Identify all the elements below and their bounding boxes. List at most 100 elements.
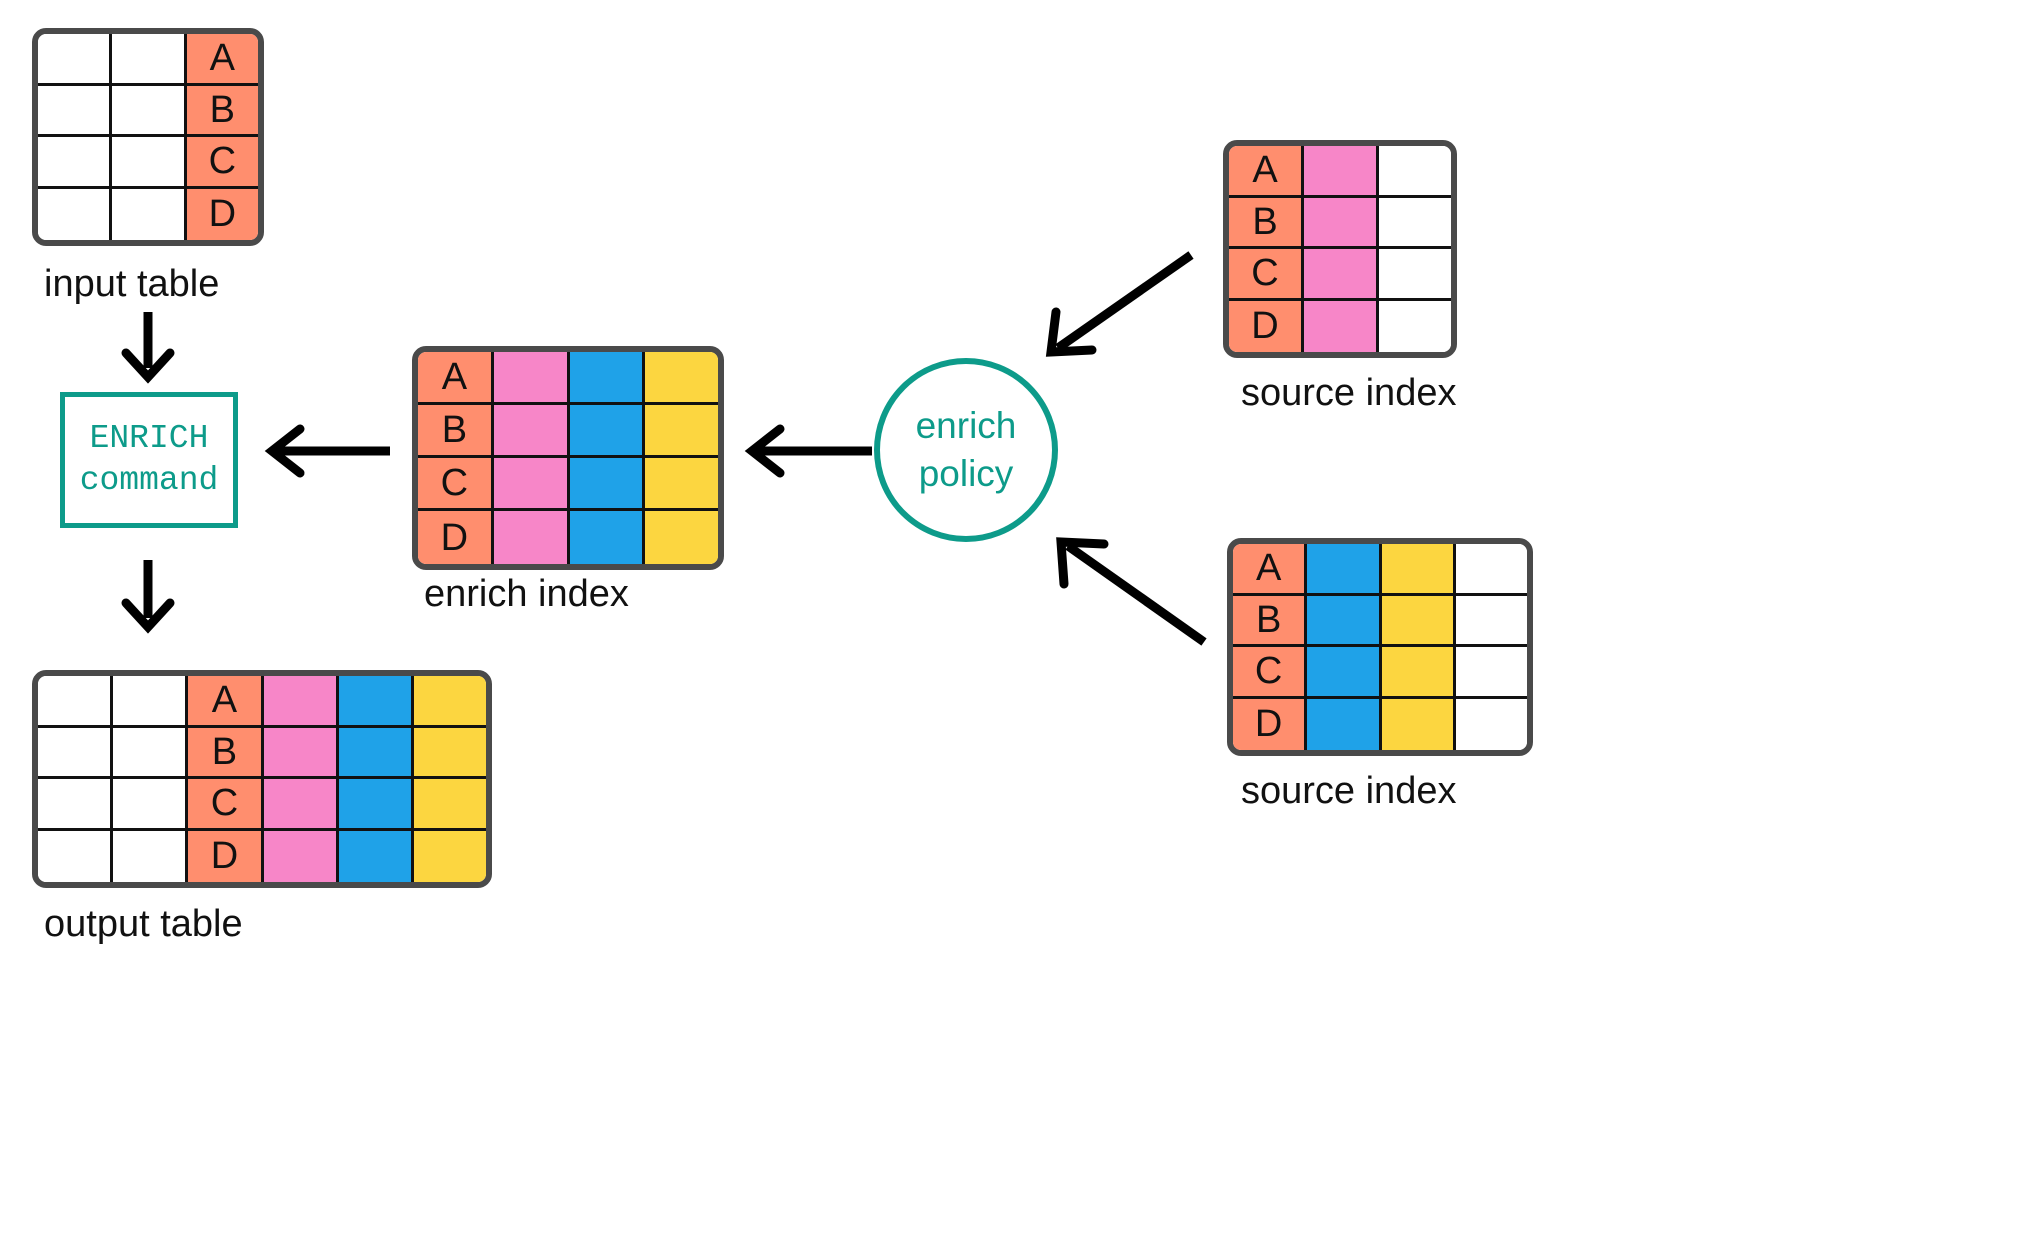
arrow-enrich-index-to-command <box>264 424 390 478</box>
table-cell-blue-r3c2 <box>1307 647 1382 699</box>
source-index-bottom-label: source index <box>1241 770 1457 812</box>
enrich-command-line2: command <box>79 462 219 499</box>
table-cell-pink-r4c4 <box>263 830 339 882</box>
table-cell-white-r3c4 <box>1455 647 1527 699</box>
table-cell-white-r2c4 <box>1455 595 1527 647</box>
table-cell-orange-r2c1: B <box>1233 595 1308 647</box>
table-cell-orange-r4c1: D <box>1233 698 1308 750</box>
table-cell-pink-r2c4 <box>263 727 339 779</box>
table-cell-blue-r4c5 <box>338 830 414 882</box>
table-row: D <box>1229 300 1451 352</box>
table-cell-yellow-r4c4 <box>645 511 718 564</box>
table-cell-yellow-r4c6 <box>413 830 486 882</box>
table-cell-white-r2c2 <box>113 727 189 779</box>
table-cell-orange-r1c1: A <box>418 352 494 405</box>
table-cell-white-r1c3 <box>1379 146 1451 198</box>
table-row: A <box>1229 146 1451 198</box>
table-cell-blue-r1c5 <box>338 676 414 728</box>
table-cell-yellow-r3c3 <box>1381 647 1456 699</box>
table-cell-pink-r3c4 <box>263 779 339 831</box>
table-cell-white-r3c2 <box>112 137 187 189</box>
table-row: A <box>38 676 486 728</box>
table-row: C <box>38 779 486 831</box>
arrow-source-top-to-policy <box>1045 251 1194 357</box>
table-cell-blue-r2c2 <box>1307 595 1382 647</box>
table-cell-white-r4c4 <box>1455 698 1527 750</box>
table-cell-orange-r1c3: A <box>188 676 264 728</box>
enrich-policy-line2: policy <box>918 453 1014 494</box>
table-cell-orange-r3c3: C <box>186 137 258 189</box>
table-cell-white-r1c1 <box>38 676 114 728</box>
table-cell-white-r2c3 <box>1379 197 1451 249</box>
table-cell-yellow-r1c3 <box>1381 544 1456 596</box>
table-cell-yellow-r4c3 <box>1381 698 1456 750</box>
table-cell-white-r2c2 <box>112 85 187 137</box>
table-row: B <box>38 85 258 137</box>
table-row: C <box>1233 647 1527 699</box>
table-cell-blue-r2c3 <box>569 405 646 458</box>
table-cell-orange-r2c3: B <box>188 727 264 779</box>
table-cell-pink-r4c2 <box>493 511 570 564</box>
enrich-command-line1: ENRICH <box>89 419 209 457</box>
table-cell-blue-r1c2 <box>1307 544 1382 596</box>
table-row: A <box>38 34 258 86</box>
table-row: D <box>38 188 258 240</box>
table-cell-white-r1c4 <box>1455 544 1527 596</box>
output-table-label: output table <box>44 903 243 945</box>
enrich-policy-line1: enrich <box>915 404 1017 446</box>
table-cell-yellow-r1c4 <box>645 352 718 405</box>
table-cell-orange-r4c3: D <box>186 188 258 240</box>
table-row: A <box>418 352 718 405</box>
enrich-command-box[interactable]: ENRICH command <box>60 392 238 528</box>
table-row: D <box>38 830 486 882</box>
table-cell-orange-r3c1: C <box>418 458 494 511</box>
table-cell-orange-r4c1: D <box>1229 300 1304 352</box>
table-row: B <box>1233 595 1527 647</box>
input-table-label: input table <box>44 263 220 305</box>
table-cell-blue-r4c2 <box>1307 698 1382 750</box>
table-cell-yellow-r2c3 <box>1381 595 1456 647</box>
table-row: A <box>1233 544 1527 596</box>
source-index-top-label: source index <box>1241 372 1457 414</box>
table-row: B <box>418 405 718 458</box>
arrow-policy-to-enrich-index <box>744 424 872 478</box>
table-cell-white-r3c1 <box>38 779 114 831</box>
table-row: D <box>418 511 718 564</box>
table-row: B <box>38 727 486 779</box>
table-cell-blue-r1c3 <box>569 352 646 405</box>
table-cell-white-r4c3 <box>1379 300 1451 352</box>
table-cell-white-r1c1 <box>38 34 113 86</box>
table-cell-pink-r1c2 <box>1304 146 1379 198</box>
table-cell-pink-r1c2 <box>493 352 570 405</box>
table-cell-white-r3c3 <box>1379 249 1451 301</box>
table-row: D <box>1233 698 1527 750</box>
table-cell-blue-r2c5 <box>338 727 414 779</box>
table-cell-pink-r1c4 <box>263 676 339 728</box>
arrow-source-bottom-to-policy <box>1056 537 1207 646</box>
table-cell-orange-r4c3: D <box>188 830 264 882</box>
table-row: B <box>1229 197 1451 249</box>
table-cell-pink-r2c2 <box>1304 197 1379 249</box>
table-cell-blue-r4c3 <box>569 511 646 564</box>
arrow-input-to-command <box>121 312 175 384</box>
table-row: C <box>1229 249 1451 301</box>
table-cell-white-r1c2 <box>113 676 189 728</box>
enrich-policy-circle[interactable]: enrich policy <box>874 358 1058 542</box>
enrich-index-label: enrich index <box>424 573 629 615</box>
table-cell-white-r4c2 <box>113 830 189 882</box>
table-cell-white-r3c2 <box>113 779 189 831</box>
table-cell-yellow-r2c6 <box>413 727 486 779</box>
table-cell-orange-r1c3: A <box>186 34 258 86</box>
arrow-command-to-output <box>121 560 175 634</box>
table-row: C <box>418 458 718 511</box>
table-cell-white-r4c2 <box>112 188 187 240</box>
table-cell-orange-r2c3: B <box>186 85 258 137</box>
table-cell-pink-r3c2 <box>1304 249 1379 301</box>
table-cell-white-r2c1 <box>38 85 113 137</box>
table-cell-orange-r3c3: C <box>188 779 264 831</box>
